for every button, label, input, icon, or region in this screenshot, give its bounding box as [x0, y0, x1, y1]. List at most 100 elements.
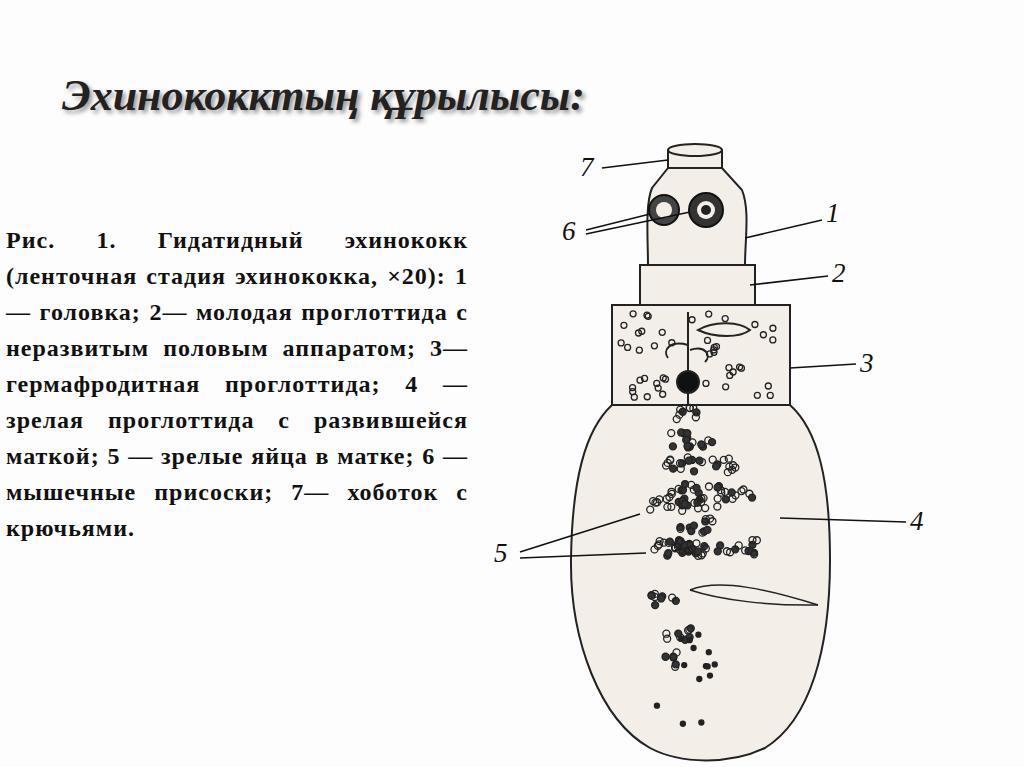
egg-dot	[703, 380, 709, 386]
egg-dot	[754, 392, 760, 398]
egg-dot	[664, 503, 671, 510]
egg-dot	[659, 329, 665, 335]
callout-number: 5	[494, 538, 508, 568]
egg-dot	[665, 550, 672, 557]
egg-dot	[654, 703, 659, 708]
egg-dot	[677, 547, 684, 554]
egg-dot	[677, 460, 684, 467]
egg-dot	[618, 340, 624, 346]
callout-number: 6	[562, 216, 576, 246]
egg-dot	[669, 594, 676, 601]
egg-dot	[729, 495, 736, 502]
egg-dot	[644, 394, 650, 400]
callout-number: 7	[580, 152, 594, 182]
egg-dot	[648, 592, 655, 599]
egg-dot	[699, 720, 704, 725]
egg-dot	[636, 347, 642, 353]
egg-dot	[702, 545, 709, 552]
egg-dot	[658, 595, 665, 602]
egg-dot	[698, 441, 705, 448]
eggs-and-vitellaria	[618, 311, 776, 726]
egg-dot	[735, 542, 742, 549]
egg-dot	[714, 548, 721, 555]
callout-number: 3	[860, 348, 874, 378]
egg-dot	[652, 602, 659, 609]
egg-dot	[621, 322, 627, 328]
page-title: Эхинококктың құрылысы:	[62, 70, 585, 121]
egg-dot	[667, 456, 674, 463]
egg-dot	[686, 626, 693, 633]
egg-dot	[684, 430, 691, 437]
egg-dot	[705, 664, 710, 669]
egg-dot	[698, 499, 705, 506]
egg-dot	[730, 369, 736, 375]
rostellum-top	[668, 144, 722, 156]
egg-dot	[679, 507, 686, 514]
egg-dot	[689, 317, 695, 323]
egg-dot	[670, 654, 677, 661]
egg-dot	[723, 548, 730, 555]
egg-dot	[709, 439, 716, 446]
egg-dot	[639, 328, 645, 334]
figure-caption: Рис. 1. Гидатидный эхинококк (ленточная …	[6, 222, 468, 546]
egg-dot	[625, 344, 631, 350]
egg-dot	[680, 721, 685, 726]
egg-dot	[713, 463, 720, 470]
scolex	[647, 168, 746, 265]
egg-dot	[644, 312, 650, 318]
egg-dot	[666, 494, 673, 501]
egg-dot	[767, 392, 773, 398]
egg-dot	[651, 546, 658, 553]
egg-dot	[695, 548, 702, 555]
egg-dot	[696, 632, 701, 637]
egg-dot	[725, 455, 732, 462]
mature-proglottid	[571, 405, 830, 760]
egg-dot	[670, 653, 677, 660]
egg-dot	[684, 443, 691, 450]
egg-dot	[685, 547, 692, 554]
egg-dot	[770, 337, 776, 343]
egg-dot	[630, 311, 636, 317]
egg-dot	[714, 484, 721, 491]
egg-dot	[682, 481, 689, 488]
egg-dot	[668, 430, 675, 437]
egg-dot	[666, 538, 673, 545]
egg-dot	[714, 503, 721, 510]
egg-dot	[729, 466, 736, 473]
egg-dot	[722, 316, 728, 322]
egg-dot	[691, 468, 698, 475]
egg-dot	[690, 522, 697, 529]
egg-dot	[654, 380, 660, 386]
egg-dot	[669, 443, 676, 450]
egg-dot	[696, 457, 703, 464]
egg-dot	[723, 384, 729, 390]
egg-dot	[697, 676, 702, 681]
callout-number: 2	[832, 258, 846, 288]
egg-dot	[692, 414, 699, 421]
egg-dot	[664, 635, 671, 642]
egg-dot	[751, 551, 758, 558]
egg-dot	[714, 495, 721, 502]
egg-dot	[707, 673, 712, 678]
egg-dot	[662, 653, 669, 660]
egg-dot	[682, 663, 687, 668]
egg-dot	[675, 485, 682, 492]
egg-dot	[706, 650, 711, 655]
egg-dot	[749, 537, 756, 544]
hermaphrodite-proglottid	[612, 305, 790, 405]
egg-dot	[770, 325, 776, 331]
egg-dot	[670, 465, 677, 472]
suckers	[649, 193, 723, 227]
callout-number: 1	[826, 198, 840, 228]
egg-dot	[740, 486, 747, 493]
egg-dot	[691, 645, 696, 650]
egg-dot	[660, 375, 666, 381]
egg-dot	[681, 500, 688, 507]
egg-dot	[667, 457, 674, 464]
body-outline	[571, 144, 830, 760]
egg-dot	[722, 496, 729, 503]
egg-dot	[631, 394, 637, 400]
egg-dot	[737, 364, 743, 370]
egg-dot	[679, 636, 684, 641]
rostellum	[668, 145, 722, 168]
